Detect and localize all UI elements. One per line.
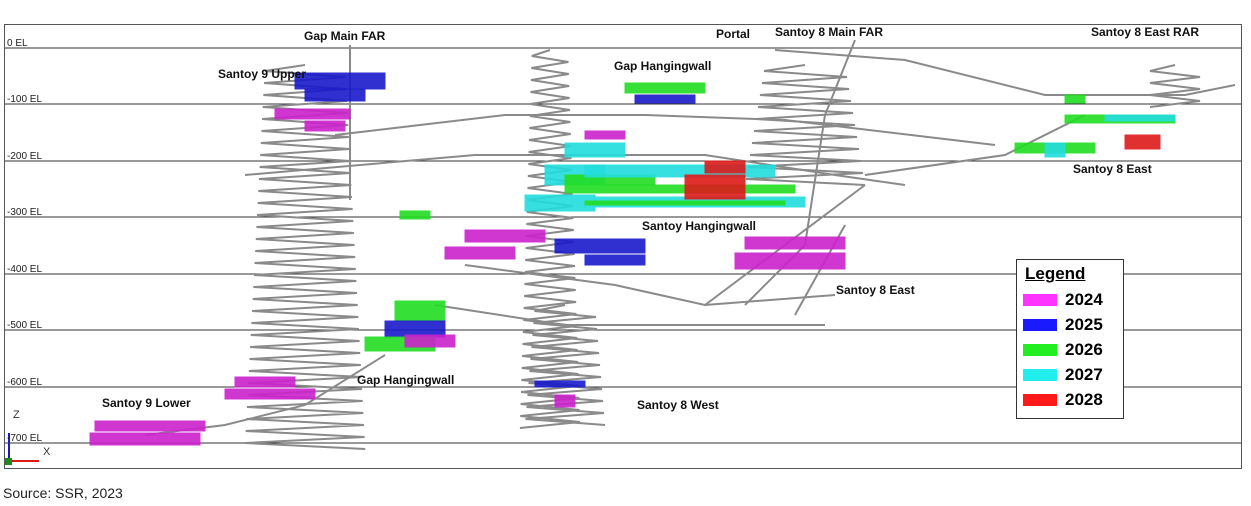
level-label-200: -200 EL: [7, 151, 43, 162]
zone-label-santoy9-lower: Santoy 9 Lower: [102, 396, 191, 410]
stope-y2025-0: [294, 72, 386, 90]
stope-y2025-19: [554, 238, 646, 254]
legend-label-2024: 2024: [1065, 290, 1103, 309]
zone-label-santoy8-east-lower: Santoy 8 East: [836, 283, 915, 297]
stope-y2028-28: [1124, 134, 1161, 150]
zone-label-gap-hangingwall-upper: Gap Hangingwall: [614, 59, 712, 73]
stope-y2024-3: [304, 120, 346, 132]
stope-y2024-2: [274, 108, 351, 120]
legend-item-2026: 2026: [1023, 340, 1123, 360]
stope-y2025-20: [584, 254, 646, 266]
stope-y2024-18: [444, 246, 516, 260]
zone-label-gap-hangingwall-lower: Gap Hangingwall: [357, 373, 455, 387]
stope-y2027-27: [1044, 142, 1066, 158]
legend-swatch-2024: [1023, 294, 1057, 306]
ramp-santoy8-west: [525, 304, 606, 426]
stope-y2024-38: [89, 432, 201, 446]
stope-y2024-32: [404, 334, 456, 348]
legend-item-2027: 2027: [1023, 365, 1123, 385]
level-label-700: -700 EL: [7, 433, 43, 444]
legend-label-2026: 2026: [1065, 340, 1103, 359]
drift-0: [774, 49, 1236, 96]
drift-1: [334, 114, 996, 146]
stope-y2027-25: [1104, 114, 1176, 122]
legend-label-2028: 2028: [1065, 390, 1103, 409]
stope-y2026-14: [584, 200, 786, 206]
axis-origin-marker: [5, 458, 12, 465]
stope-y2026-29: [394, 300, 446, 322]
stope-y2026-12: [564, 184, 796, 194]
stope-y2027-7: [564, 142, 626, 158]
drift-4: [434, 304, 825, 326]
stope-y2026-39: [399, 210, 431, 220]
legend-swatch-2026: [1023, 344, 1057, 356]
zone-label-santoy8-main-far: Santoy 8 Main FAR: [775, 25, 884, 39]
stope-y2024-17: [464, 229, 546, 243]
zone-label-gap-main-far: Gap Main FAR: [304, 29, 386, 43]
zone-label-portal: Portal: [716, 27, 751, 41]
ramp-santoy8-east: [1149, 64, 1201, 108]
stope-y2024-34: [554, 394, 576, 408]
level-label-600: -600 EL: [7, 377, 43, 388]
ramp-santoy8-upper: [745, 64, 866, 186]
drift-2: [244, 154, 906, 186]
stope-y2025-33: [534, 380, 586, 388]
legend-item-2024: 2024: [1023, 290, 1123, 310]
stope-y2024-37: [94, 420, 206, 432]
stope-y2027-11: [584, 164, 776, 178]
drift-3: [464, 264, 836, 307]
axis-z-label: Z: [13, 409, 20, 421]
drift-6: [864, 114, 1086, 176]
mine-development-layer: [5, 39, 1241, 465]
stope-y2026-23: [1064, 94, 1086, 104]
mine-section-diagram: 0 EL -100 EL -200 EL -300 EL -400 EL -50…: [4, 24, 1242, 469]
stope-y2024-22: [734, 252, 846, 270]
level-label-100: -100 EL: [7, 94, 43, 105]
zone-label-santoy8-east-rar: Santoy 8 East RAR: [1091, 25, 1200, 39]
axis-x-label: X: [43, 446, 51, 458]
stope-y2025-5: [634, 94, 696, 104]
legend-swatch-2027: [1023, 369, 1057, 381]
level-label-500: -500 EL: [7, 320, 43, 331]
stope-y2024-21: [744, 236, 846, 250]
legend-swatch-2025: [1023, 319, 1057, 331]
source-caption: Source: SSR, 2023: [3, 485, 123, 501]
zone-label-santoy8-east-upper: Santoy 8 East: [1073, 162, 1152, 176]
ramp-gap: [519, 49, 581, 429]
legend-swatch-2028: [1023, 394, 1057, 406]
zone-label-santoy-hangingwall: Santoy Hangingwall: [642, 219, 757, 233]
legend-item-2028: 2028: [1023, 390, 1123, 410]
stope-y2028-16: [704, 160, 746, 174]
legend-item-2025: 2025: [1023, 315, 1123, 335]
stope-y2024-6: [584, 130, 626, 140]
level-label-0: 0 EL: [7, 38, 28, 49]
level-label-300: -300 EL: [7, 207, 43, 218]
legend-label-2025: 2025: [1065, 315, 1103, 334]
legend-title: Legend: [1025, 264, 1086, 283]
stope-y2024-35: [234, 376, 296, 388]
level-label-400: -400 EL: [7, 264, 43, 275]
legend-box: Legend 2024 2025 2026 2027 2028: [1016, 259, 1124, 419]
legend-label-2027: 2027: [1065, 365, 1103, 384]
stope-y2028-15: [684, 174, 746, 200]
drift-5: [744, 39, 856, 306]
zone-label-santoy8-west: Santoy 8 West: [637, 398, 719, 412]
zone-label-santoy9-upper: Santoy 9 Upper: [218, 67, 307, 81]
stope-y2024-36: [224, 388, 316, 400]
stope-y2025-1: [304, 88, 366, 102]
stope-y2026-4: [624, 82, 706, 94]
